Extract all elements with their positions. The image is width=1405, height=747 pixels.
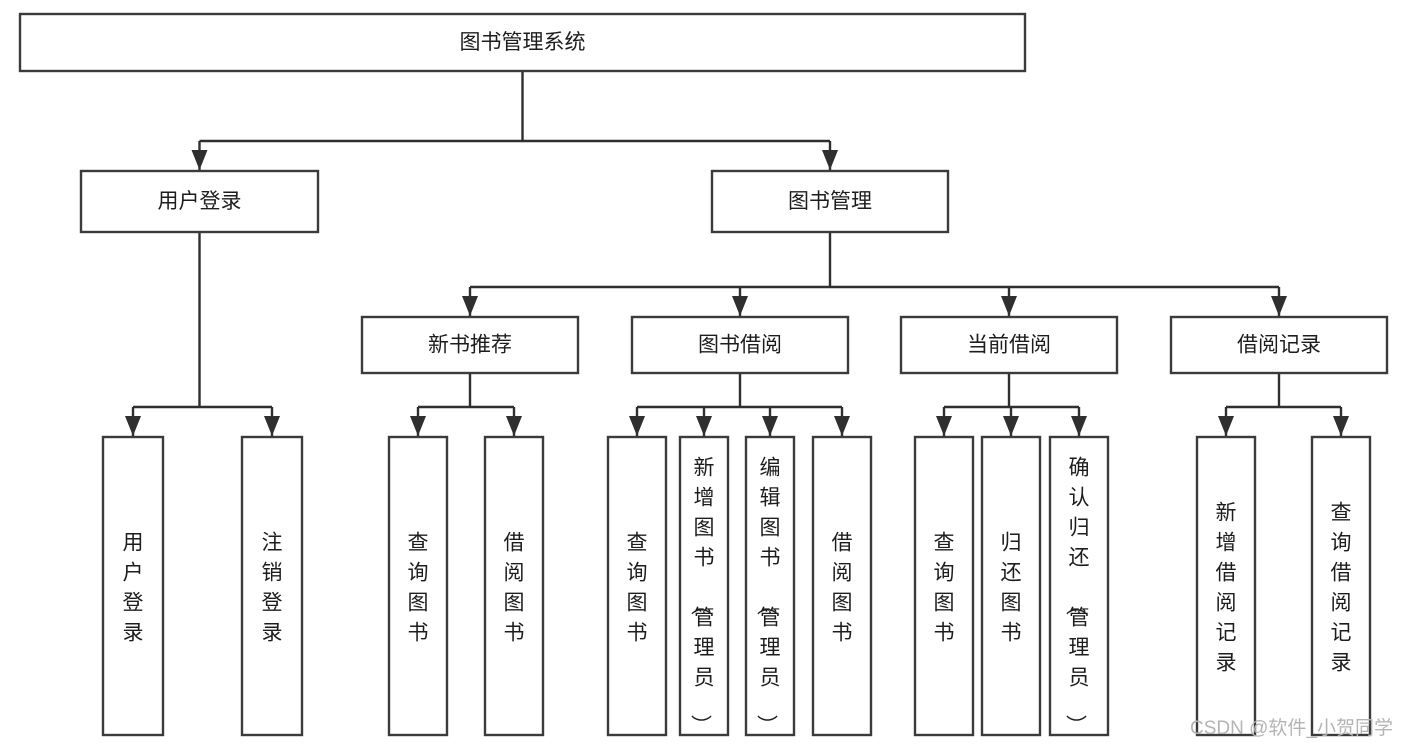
nodes-layer: 图书管理系统用户登录图书管理新书推荐图书借阅当前借阅借阅记录用户登录注销登录查询…: [18, 12, 1389, 737]
node-label-l-borrow-book-1: 借阅图书: [504, 531, 525, 644]
node-box-l-query-book-2[interactable]: [606, 435, 668, 737]
connector-arrow-l-query-record: [1333, 416, 1349, 436]
node-label-current-borrow: 当前借阅: [967, 334, 1051, 357]
node-box-l-edit-book[interactable]: [744, 435, 796, 737]
connector-arrow-l-edit-book: [762, 416, 778, 436]
node-box-book-borrow[interactable]: [630, 315, 850, 375]
node-book-manage[interactable]: 图书管理: [710, 169, 950, 234]
node-box-l-borrow-book-2[interactable]: [811, 435, 873, 737]
node-box-l-query-book-1[interactable]: [387, 435, 449, 737]
connector-arrow-user-login: [191, 150, 208, 170]
node-label-leaf-user-logout: 注销登录: [262, 531, 283, 644]
node-box-l-borrow-book-1[interactable]: [483, 435, 545, 737]
connector-arrow-new-book-rec: [462, 296, 478, 316]
node-leaf-user-logout[interactable]: 注销登录: [240, 435, 304, 737]
node-root[interactable]: 图书管理系统: [18, 12, 1027, 73]
node-box-leaf-user-login[interactable]: [101, 435, 165, 737]
node-label-l-borrow-book-2: 借阅图书: [832, 531, 853, 644]
node-l-add-record[interactable]: 新增借阅记录: [1195, 435, 1257, 737]
node-label-l-edit-book: 编辑图书（管理员）: [755, 456, 781, 735]
node-label-l-confirm-return: 确认归还（管理员）: [1064, 456, 1090, 735]
connector-arrow-book-borrow: [732, 296, 748, 316]
node-borrow-record[interactable]: 借阅记录: [1169, 315, 1389, 375]
node-label-new-book-rec: 新书推荐: [428, 334, 512, 357]
node-leaf-user-login[interactable]: 用户登录: [101, 435, 165, 737]
connector-arrow-l-confirm-return: [1071, 416, 1087, 436]
node-l-edit-book[interactable]: 编辑图书（管理员）: [744, 435, 796, 737]
connector-arrow-l-query-book-2: [629, 416, 645, 436]
node-label-book-manage: 图书管理: [788, 190, 872, 213]
node-label-l-add-book: 新增图书（管理员）: [689, 456, 715, 735]
node-l-add-book[interactable]: 新增图书（管理员）: [678, 435, 730, 737]
connector-arrow-borrow-record: [1271, 296, 1287, 316]
node-label-borrow-record: 借阅记录: [1237, 334, 1321, 357]
connector-arrow-book-manage: [822, 150, 838, 170]
connector-arrow-current-borrow: [1001, 296, 1017, 316]
node-label-l-query-book-2: 查询图书: [627, 531, 648, 644]
node-box-l-confirm-return[interactable]: [1048, 435, 1110, 737]
connector-arrow-leaf-user-login: [125, 416, 141, 436]
node-label-l-return-book: 归还图书: [1001, 531, 1022, 644]
node-label-l-query-book-3: 查询图书: [934, 531, 955, 644]
node-label-l-query-record: 查询借阅记录: [1331, 501, 1352, 674]
connector-arrow-l-add-record: [1218, 416, 1234, 436]
node-box-root[interactable]: [18, 12, 1027, 73]
node-user-login[interactable]: 用户登录: [79, 169, 320, 234]
node-box-l-query-book-3[interactable]: [913, 435, 975, 737]
node-box-l-query-record[interactable]: [1310, 435, 1372, 737]
node-label-l-add-record: 新增借阅记录: [1216, 501, 1237, 674]
node-book-borrow[interactable]: 图书借阅: [630, 315, 850, 375]
node-box-l-return-book[interactable]: [980, 435, 1042, 737]
node-label-leaf-user-login: 用户登录: [123, 531, 144, 644]
node-l-confirm-return[interactable]: 确认归还（管理员）: [1048, 435, 1110, 737]
connector-arrow-l-borrow-book-1: [506, 416, 522, 436]
node-box-leaf-user-logout[interactable]: [240, 435, 304, 737]
connector-arrow-l-add-book: [696, 416, 712, 436]
csdn-watermark: CSDN @软件_小贺同学: [1190, 717, 1393, 739]
node-l-query-record[interactable]: 查询借阅记录: [1310, 435, 1372, 737]
node-box-user-login[interactable]: [79, 169, 320, 234]
node-box-borrow-record[interactable]: [1169, 315, 1389, 375]
connector-arrow-l-return-book: [1003, 416, 1019, 436]
node-new-book-rec[interactable]: 新书推荐: [360, 315, 580, 375]
connector-arrow-l-borrow-book-2: [834, 416, 850, 436]
node-current-borrow[interactable]: 当前借阅: [899, 315, 1119, 375]
connector-arrow-l-query-book-1: [410, 416, 426, 436]
node-box-current-borrow[interactable]: [899, 315, 1119, 375]
node-box-l-add-record[interactable]: [1195, 435, 1257, 737]
node-l-query-book-3[interactable]: 查询图书: [913, 435, 975, 737]
node-box-l-add-book[interactable]: [678, 435, 730, 737]
node-label-user-login: 用户登录: [158, 190, 242, 213]
node-box-book-manage[interactable]: [710, 169, 950, 234]
node-label-root: 图书管理系统: [460, 31, 586, 54]
node-l-query-book-2[interactable]: 查询图书: [606, 435, 668, 737]
connectors-layer: [125, 71, 1349, 436]
node-label-book-borrow: 图书借阅: [698, 334, 782, 357]
node-l-borrow-book-2[interactable]: 借阅图书: [811, 435, 873, 737]
node-l-borrow-book-1[interactable]: 借阅图书: [483, 435, 545, 737]
node-label-l-query-book-1: 查询图书: [408, 531, 429, 644]
connector-arrow-l-query-book-3: [936, 416, 952, 436]
connector-arrow-leaf-user-logout: [264, 416, 280, 436]
node-l-query-book-1[interactable]: 查询图书: [387, 435, 449, 737]
node-l-return-book[interactable]: 归还图书: [980, 435, 1042, 737]
node-box-new-book-rec[interactable]: [360, 315, 580, 375]
